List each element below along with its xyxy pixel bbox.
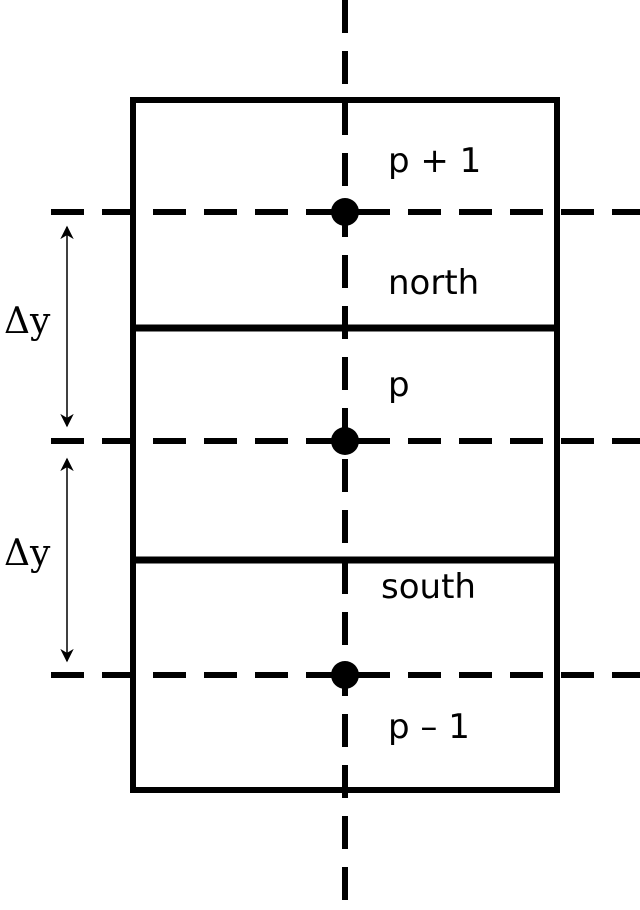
delta-y-label-upper: Δy	[4, 301, 51, 342]
label-p: p	[388, 365, 410, 405]
node-p-plus-1	[331, 198, 359, 226]
label-south: south	[381, 567, 476, 607]
label-p-plus-1: p + 1	[388, 141, 481, 181]
node-p-minus-1	[331, 661, 359, 689]
label-north: north	[388, 263, 479, 303]
node-p	[331, 427, 359, 455]
label-p-minus-1: p – 1	[388, 707, 470, 747]
delta-y-label-lower: Δy	[4, 533, 51, 574]
